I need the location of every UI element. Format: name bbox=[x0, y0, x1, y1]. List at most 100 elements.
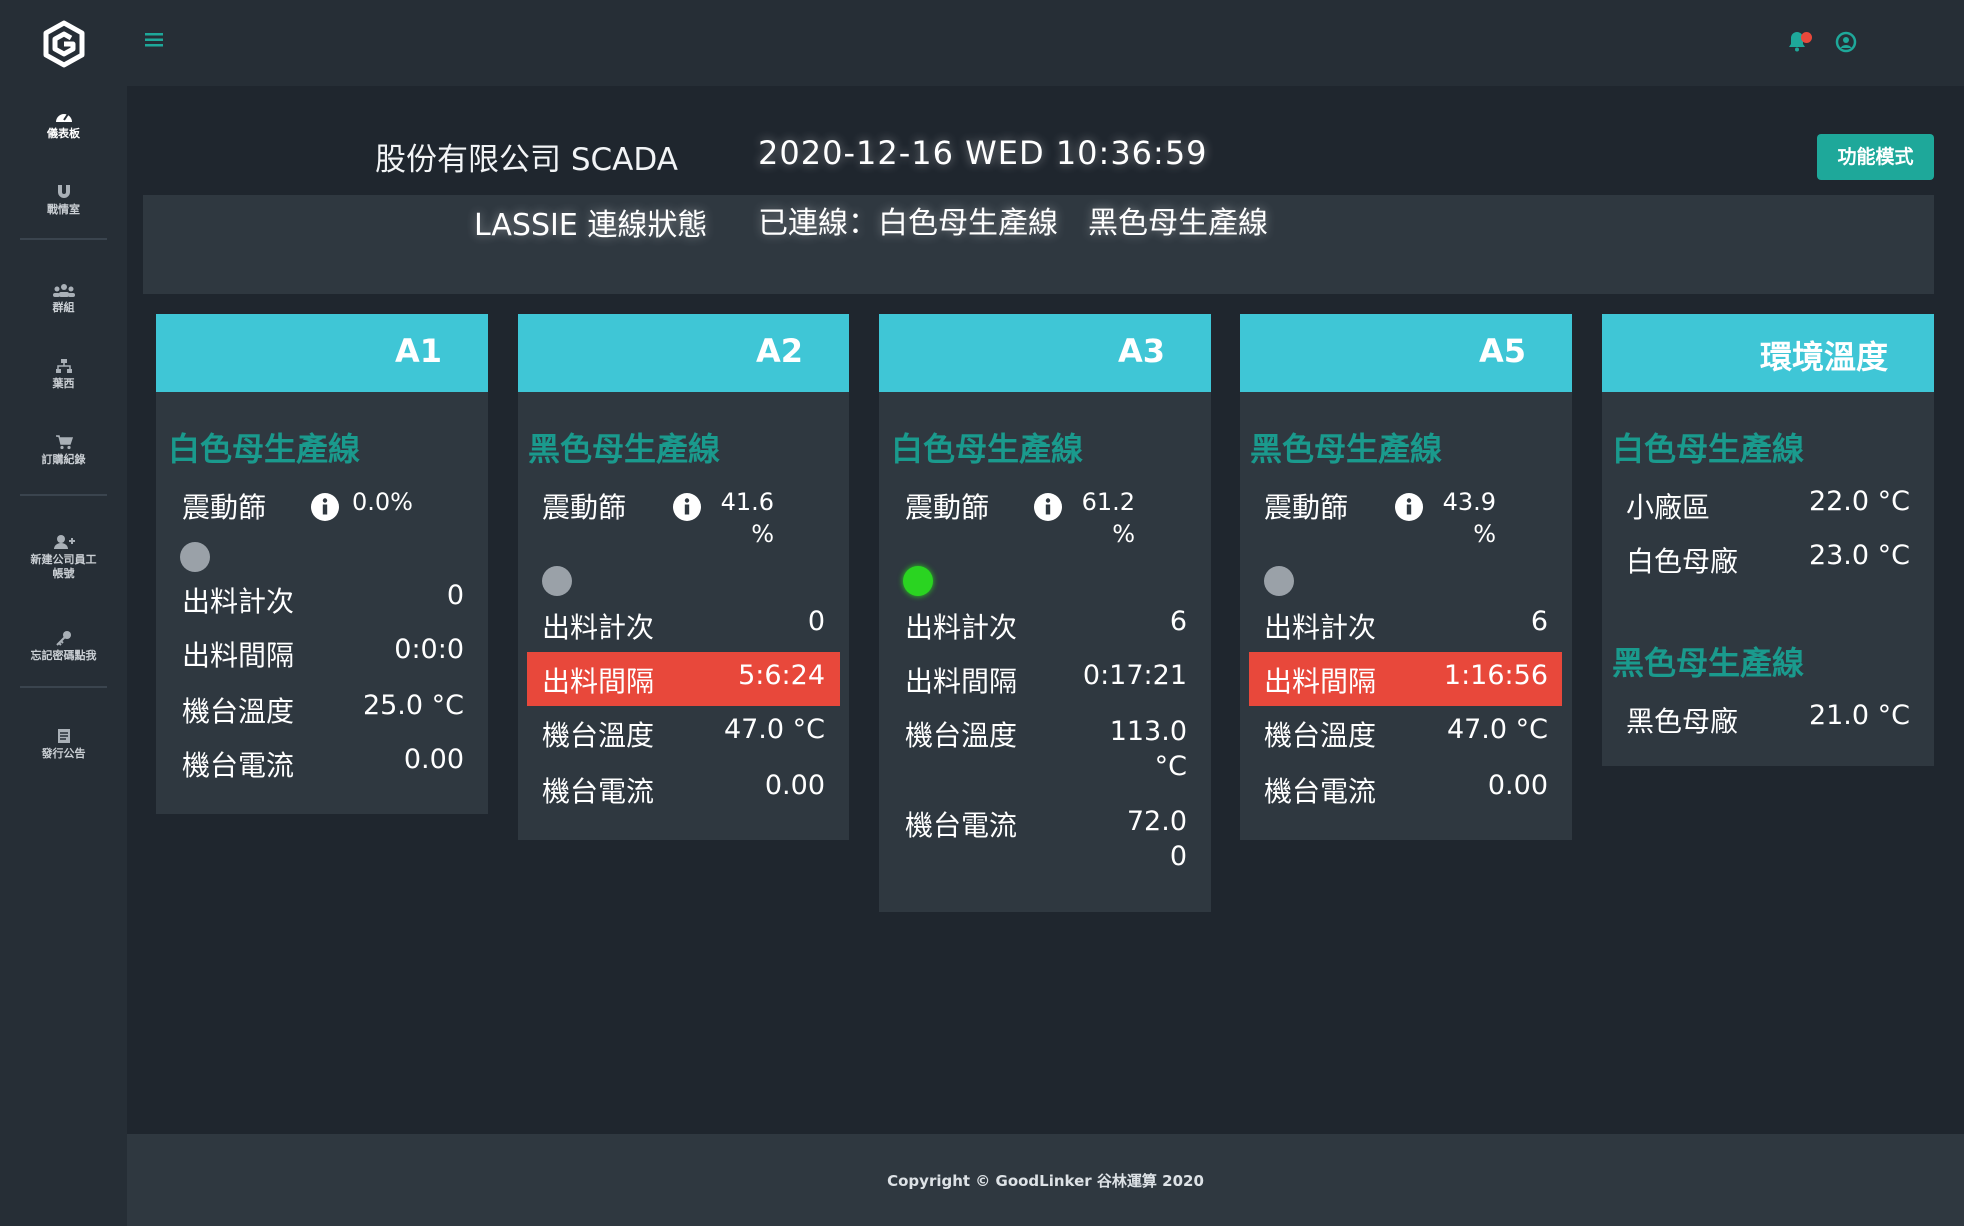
production-line-name: 白色母生產線 bbox=[168, 430, 361, 468]
sieve-value-number: 61.2 bbox=[1081, 488, 1135, 516]
card-header: A2 bbox=[518, 314, 849, 392]
company-title: 股份有限公司 SCADA bbox=[375, 142, 678, 178]
sieve-label: 震動篩 bbox=[905, 491, 990, 524]
sidebar-divider bbox=[20, 494, 107, 496]
sidebar-divider bbox=[20, 238, 107, 240]
machine-current-value: 0.00 bbox=[403, 744, 464, 775]
machine-current-label: 機台電流 bbox=[1264, 775, 1377, 808]
connection-status-label: LASSIE 連線狀態 bbox=[474, 208, 708, 243]
info-icon[interactable] bbox=[1394, 492, 1424, 522]
copyright-text: Copyright © GoodLinker 谷林運算 2020 bbox=[887, 1172, 1204, 1190]
output-count-value: 6 bbox=[1530, 606, 1548, 637]
sidebar-item-new-employee[interactable]: 新建公司員工 帳號 bbox=[0, 534, 127, 581]
area-temp-label: 白色母廠 bbox=[1626, 545, 1739, 578]
footer: Copyright © GoodLinker 谷林運算 2020 bbox=[127, 1134, 1964, 1226]
info-icon[interactable] bbox=[1033, 492, 1063, 522]
sidebar-item-label: 葉西 bbox=[52, 377, 75, 390]
output-count-label: 出料計次 bbox=[905, 611, 1018, 644]
sidebar: 儀表板 戰情室 群組 葉西 訂購紀錄 新建公司員工 帳號 忘記密碼點我 發行公告 bbox=[0, 0, 127, 1226]
sieve-value-number: 43.9 bbox=[1442, 488, 1496, 516]
machine-current-label: 機台電流 bbox=[905, 809, 1018, 842]
notification-badge bbox=[1801, 32, 1812, 43]
user-account-icon[interactable] bbox=[1835, 31, 1857, 53]
magnet-icon bbox=[57, 185, 70, 198]
group-icon bbox=[52, 284, 75, 297]
sidebar-item-site[interactable]: 葉西 bbox=[0, 358, 127, 391]
sidebar-item-orders[interactable]: 訂購紀錄 bbox=[0, 434, 127, 467]
sieve-value-number: 41.6 bbox=[720, 488, 774, 516]
production-line-name: 白色母生產線 bbox=[891, 430, 1084, 468]
sieve-value-unit: % bbox=[751, 520, 774, 548]
output-interval-value: 1:16:56 bbox=[1443, 660, 1548, 691]
sidebar-item-label: 發行公告 bbox=[41, 747, 86, 760]
card-title: A5 bbox=[1478, 332, 1526, 370]
machine-temp-value: 113.0 °C bbox=[1110, 714, 1187, 784]
sidebar-divider bbox=[20, 686, 107, 688]
output-interval-value: 5:6:24 bbox=[738, 660, 825, 691]
info-icon[interactable] bbox=[672, 492, 702, 522]
info-icon[interactable] bbox=[310, 492, 340, 522]
sidebar-item-group[interactable]: 群組 bbox=[0, 282, 127, 315]
machine-card-a1: A1 白色母生產線 震動篩 0.0% 出料計次 0 出料間隔 0:0:0 機台溫… bbox=[156, 314, 488, 814]
sidebar-item-announcement[interactable]: 發行公告 bbox=[0, 728, 127, 761]
sieve-value: 43.9 % bbox=[1436, 486, 1496, 550]
sitemap-icon bbox=[55, 359, 72, 373]
goodlinker-logo-icon[interactable] bbox=[40, 20, 88, 68]
output-interval-label: 出料間隔 bbox=[1264, 665, 1377, 698]
machine-card-a5: A5 黑色母生產線 震動篩 43.9 % 出料計次 6 出料間隔 1:16:56… bbox=[1240, 314, 1572, 840]
area-temp-value: 23.0 °C bbox=[1808, 540, 1910, 571]
area-temp-value: 21.0 °C bbox=[1808, 700, 1910, 731]
sieve-value: 61.2 % bbox=[1075, 486, 1135, 550]
machine-temp-label: 機台溫度 bbox=[182, 695, 295, 728]
machine-card-a2: A2 黑色母生產線 震動篩 41.6 % 出料計次 0 出料間隔 5:6:24 … bbox=[518, 314, 849, 840]
area-temp-label: 小廠區 bbox=[1626, 491, 1711, 524]
output-count-value: 0 bbox=[807, 606, 825, 637]
machine-temp-label: 機台溫度 bbox=[905, 719, 1018, 752]
machine-current-number: 72.0 bbox=[1126, 806, 1187, 837]
machine-temp-value: 25.0 °C bbox=[362, 690, 464, 721]
card-header: A5 bbox=[1240, 314, 1572, 392]
dashboard-icon bbox=[55, 113, 72, 122]
function-mode-button[interactable]: 功能模式 bbox=[1817, 134, 1934, 180]
output-count-label: 出料計次 bbox=[1264, 611, 1377, 644]
announcement-icon bbox=[57, 729, 70, 743]
connection-status-value: 已連線：白色母生產線 黑色母生產線 bbox=[758, 206, 1268, 241]
sieve-label: 震動篩 bbox=[1264, 491, 1349, 524]
sieve-status-indicator bbox=[903, 566, 933, 596]
output-interval-alert-row bbox=[527, 652, 840, 706]
output-interval-value: 0:17:21 bbox=[1082, 660, 1187, 691]
topbar bbox=[127, 0, 1964, 86]
machine-temp-label: 機台溫度 bbox=[542, 719, 655, 752]
sidebar-item-war-room[interactable]: 戰情室 bbox=[0, 184, 127, 217]
sidebar-item-dashboard[interactable]: 儀表板 bbox=[0, 108, 127, 141]
sidebar-item-label: 儀表板 bbox=[47, 127, 80, 140]
machine-current-value: 72.0 0 bbox=[1127, 804, 1187, 874]
production-line-name: 黑色母生產線 bbox=[528, 430, 721, 468]
machine-temp-value: 47.0 °C bbox=[723, 714, 825, 745]
production-line-name: 黑色母生產線 bbox=[1250, 430, 1443, 468]
output-interval-value: 0:0:0 bbox=[394, 634, 464, 665]
machine-temp-value: 47.0 °C bbox=[1446, 714, 1548, 745]
sieve-value-unit: % bbox=[1473, 520, 1496, 548]
environment-temperature-card: 環境溫度 白色母生產線 小廠區 22.0 °C 白色母廠 23.0 °C 黑色母… bbox=[1602, 314, 1934, 766]
sidebar-item-forgot-password[interactable]: 忘記密碼點我 bbox=[0, 630, 127, 663]
sieve-label: 震動篩 bbox=[542, 491, 627, 524]
hamburger-menu-icon[interactable] bbox=[145, 32, 163, 48]
sidebar-item-label: 訂購紀錄 bbox=[41, 453, 86, 466]
machine-current-value: 0.00 bbox=[764, 770, 825, 801]
production-line-name: 白色母生產線 bbox=[1612, 430, 1805, 468]
sidebar-item-label: 新建公司員工 bbox=[30, 553, 97, 566]
cart-icon bbox=[55, 435, 73, 450]
production-line-name: 黑色母生產線 bbox=[1612, 644, 1805, 682]
output-count-value: 0 bbox=[446, 580, 464, 611]
current-datetime: 2020-12-16 WED 10:36:59 bbox=[758, 134, 1208, 172]
machine-temp-number: 113.0 bbox=[1109, 716, 1187, 747]
output-count-value: 6 bbox=[1169, 606, 1187, 637]
output-interval-label: 出料間隔 bbox=[542, 665, 655, 698]
output-interval-label: 出料間隔 bbox=[905, 665, 1018, 698]
card-title: 環境溫度 bbox=[1759, 338, 1888, 376]
output-interval-alert-row bbox=[1249, 652, 1562, 706]
card-header: 環境溫度 bbox=[1602, 314, 1934, 392]
card-title: A3 bbox=[1117, 332, 1165, 370]
machine-temp-label: 機台溫度 bbox=[1264, 719, 1377, 752]
